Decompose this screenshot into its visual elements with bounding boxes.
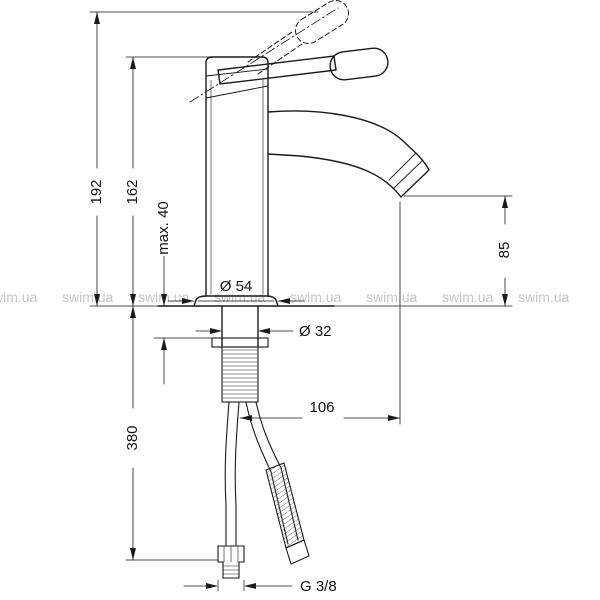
watermark: swim.ua — [518, 289, 570, 305]
base-flange — [193, 295, 279, 307]
watermark: swim.ua — [442, 289, 494, 305]
mounting-washer — [211, 337, 269, 348]
hose-connector — [217, 545, 245, 579]
arrowheads — [94, 12, 508, 589]
ext-connector-width — [217, 579, 245, 592]
watermark: swim.ua — [0, 289, 38, 305]
dim-hose-length-label: 380 — [124, 425, 141, 450]
faucet-body — [205, 56, 269, 297]
braided-section — [265, 462, 305, 549]
mounting-shank — [211, 305, 269, 403]
watermark-row: swim.ua swim.ua swim.ua swim.ua swim.ua … — [0, 289, 570, 305]
dim-shank-diameter-label: Ø 32 — [299, 323, 332, 340]
supply-hose-left — [217, 401, 245, 579]
faucet-handle-lever — [217, 47, 389, 85]
dim-outlet-height-label: 85 — [496, 242, 513, 259]
drawing — [89, 0, 513, 592]
watermark: swim.ua — [290, 289, 342, 305]
aerator-lines — [388, 152, 423, 189]
hose-end-fitting — [285, 539, 310, 565]
dimension-lines — [89, 11, 513, 592]
dim-body-height-label: 162 — [124, 179, 141, 204]
watermark: swim.ua — [366, 289, 418, 305]
faucet-spout — [267, 110, 430, 199]
dim-base-diameter-label: Ø 54 — [220, 278, 253, 295]
swing-axis-line — [189, 7, 339, 103]
watermark: swim.ua — [62, 289, 114, 305]
handle-raised-outline — [247, 0, 350, 75]
dimension-labels: 192 162 max. 40 85 380 Ø 54 Ø 32 106 G 3… — [88, 179, 513, 595]
dim-spout-reach-label: 106 — [309, 399, 334, 416]
dim-max-mounting-label: max. 40 — [155, 201, 172, 254]
supply-hose-right — [245, 401, 310, 565]
dim-total-height-label: 192 — [88, 179, 105, 204]
dim-thread-size-label: G 3/8 — [300, 578, 337, 595]
